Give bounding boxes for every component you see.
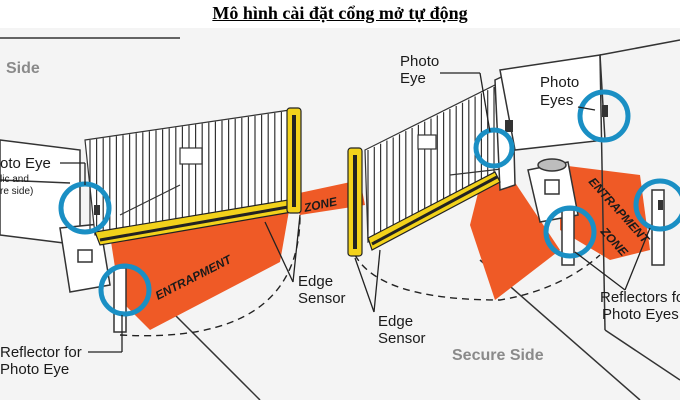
ring-left-reflector	[98, 263, 152, 317]
entrapment-zone-left	[110, 205, 290, 330]
side-label-left: Side	[6, 60, 40, 77]
reflector-right-label-2: Photo Eyes	[602, 306, 679, 323]
entrapment-zone-right-b	[560, 165, 650, 260]
photo-eye-top-label-2: Eye	[400, 70, 426, 87]
entrapment-zone-middle	[290, 180, 365, 215]
edge-sensor-2-label-2: Sensor	[378, 330, 426, 347]
ring-right-photo-eyes	[577, 89, 631, 143]
edge-sensor-1-label-2: Sensor	[298, 290, 346, 307]
right-gate	[364, 84, 511, 243]
edge-sensor-1-label-1: Edge	[298, 273, 333, 290]
photo-eyes-right-label-1: Photo	[540, 74, 579, 91]
photo-eyes-right-label-2: Eyes	[540, 92, 573, 109]
photo-eye-devices	[94, 105, 663, 215]
entrapment-zone-right-a	[470, 175, 560, 300]
edge-sensors	[94, 107, 501, 257]
photo-eye-left-note-2: re side)	[0, 186, 33, 197]
reflector-left-label-1: Reflector for	[0, 344, 82, 361]
callout-labels: Side Secure Side oto Eye lic and re side…	[0, 53, 680, 378]
edge-sensor-2-label-1: Edge	[378, 313, 413, 330]
photo-eye-left-note-1: lic and	[0, 174, 29, 185]
entrapment-zones	[110, 165, 650, 330]
reflector-right-label-1: Reflectors fo	[600, 289, 680, 306]
photo-eye-top-label-1: Photo	[400, 53, 439, 70]
left-gate-operator	[59, 223, 111, 293]
highlight-rings	[58, 89, 680, 317]
diagram-canvas: ENTRAPMENT ZONE ENTRAPMENT ZONE Side Sec…	[0, 37, 680, 401]
ring-right-reflector-b	[633, 178, 680, 232]
secure-side-label: Secure Side	[452, 347, 544, 364]
photo-eye-left-label: oto Eye	[0, 155, 51, 172]
ring-top-photo-eye	[473, 127, 515, 169]
reflector-left-label-2: Photo Eye	[0, 361, 69, 378]
diagram-title: Mô hình cài đặt cổng mở tự động	[0, 0, 680, 28]
gate-installation-diagram: ENTRAPMENT ZONE ENTRAPMENT ZONE Side Sec…	[0, 28, 680, 401]
title-text: Mô hình cài đặt cổng mở tự động	[212, 3, 468, 23]
ring-right-reflector-a	[543, 205, 597, 259]
left-gate	[84, 109, 291, 236]
leader-lines	[60, 72, 651, 353]
